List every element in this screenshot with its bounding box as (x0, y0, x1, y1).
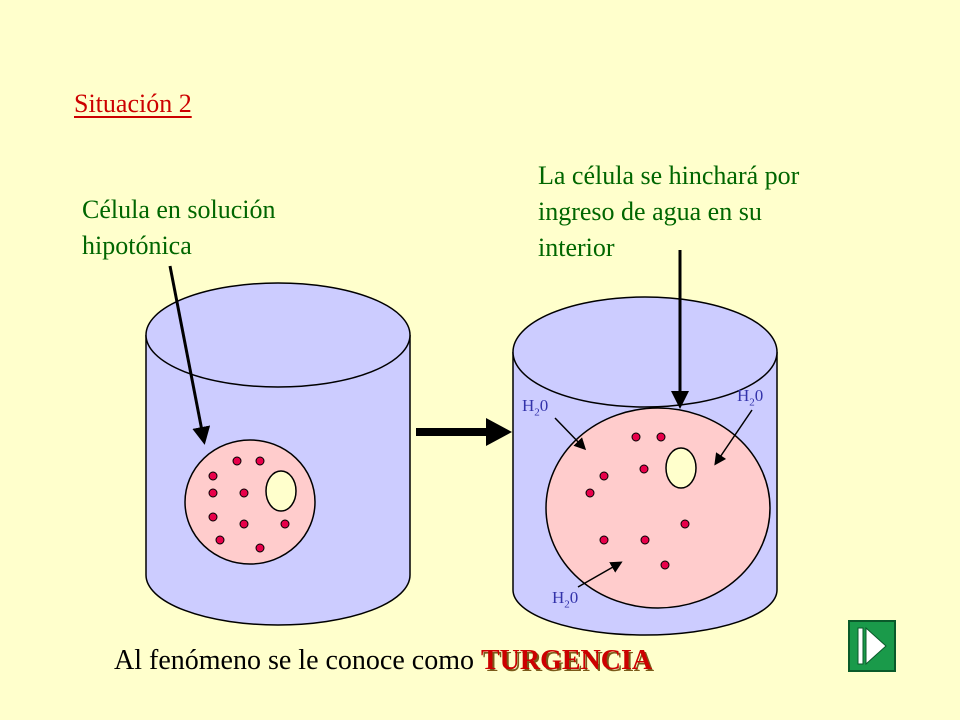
particle-right-6 (680, 519, 690, 529)
water-label-3: H20 (552, 588, 579, 611)
label-right-line-2: ingreso de agua en su (538, 197, 762, 226)
water-arrow-3 (577, 561, 623, 588)
particle-left-6 (208, 512, 218, 522)
page-title: Situación 2 (74, 89, 192, 118)
particle-right-4 (599, 471, 609, 481)
particle-right-9 (660, 560, 670, 570)
end-icon (857, 626, 887, 666)
water-arrow-1 (554, 417, 587, 451)
conclusion-prefix: Al fenómeno se le conoce como (114, 645, 481, 676)
particle-left-2 (255, 456, 265, 466)
particle-right-3 (639, 464, 649, 474)
particle-right-7 (599, 535, 609, 545)
water-arrow-2 (714, 409, 753, 466)
particle-left-9 (215, 535, 225, 545)
particle-left-10 (255, 543, 265, 553)
label-right-line-3: interior (538, 233, 615, 262)
particle-right-5 (585, 488, 595, 498)
label-swelling-cell: La célula se hinchará por ingreso de agu… (538, 158, 799, 266)
particle-left-4 (208, 488, 218, 498)
end-slide-button[interactable] (848, 620, 896, 672)
particle-left-8 (280, 519, 290, 529)
transition-arrow (416, 418, 512, 446)
particle-right-1 (631, 432, 641, 442)
particle-left-5 (239, 488, 249, 498)
particle-left-3 (208, 471, 218, 481)
label-left-line-2: hipotónica (82, 231, 192, 260)
conclusion-term: TURGENCIA (480, 645, 653, 676)
particles-right (585, 432, 690, 570)
particle-right-2 (656, 432, 666, 442)
conclusion-text: Al fenómeno se le conoce como TURGENCIA (114, 643, 652, 678)
label-right-line-1: La célula se hinchará por (538, 161, 800, 190)
particles-left (208, 456, 290, 553)
cell-right (545, 407, 771, 609)
water-label-2: H20 (737, 386, 764, 409)
label-left-line-1: Célula en solución (82, 195, 276, 224)
particle-left-1 (232, 456, 242, 466)
water-label-1: H20 (522, 396, 549, 419)
label-hypotonic-cell: Célula en solución hipotónica (82, 192, 276, 264)
pointer-arrow-left (168, 265, 211, 445)
particle-right-8 (640, 535, 650, 545)
cell-left (184, 439, 316, 565)
particle-left-7 (239, 519, 249, 529)
